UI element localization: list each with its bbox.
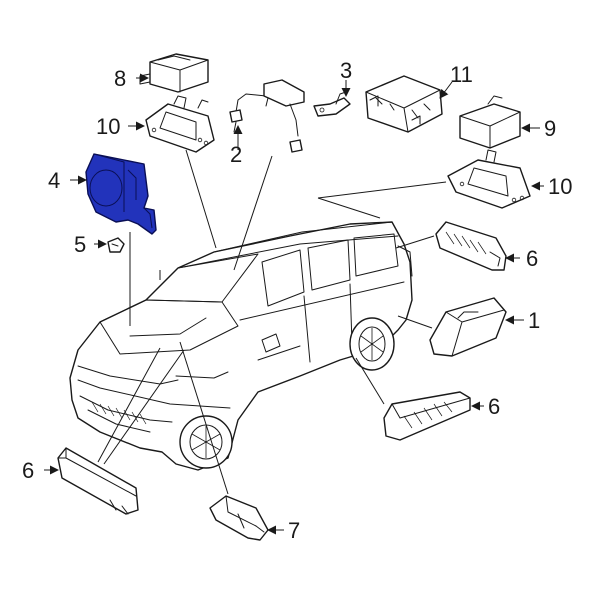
callout-6-front: 6 bbox=[22, 458, 34, 483]
part-5-clip[interactable] bbox=[107, 237, 125, 253]
vehicle-illustration bbox=[69, 221, 413, 471]
part-11-control-module[interactable] bbox=[365, 75, 443, 133]
callout-4: 4 bbox=[48, 168, 60, 193]
callout-7: 7 bbox=[288, 518, 300, 543]
callout-5: 5 bbox=[74, 232, 86, 257]
part-4-highlighted-module[interactable] bbox=[85, 153, 157, 235]
part-6-antenna-upper[interactable] bbox=[435, 221, 507, 271]
part-2-wiring-harness[interactable] bbox=[229, 79, 305, 153]
part-9-module[interactable] bbox=[459, 95, 521, 149]
callout-9: 9 bbox=[544, 116, 556, 141]
part-1-module[interactable] bbox=[429, 297, 507, 357]
callout-6-lower: 6 bbox=[488, 394, 500, 419]
part-6-antenna-lower[interactable] bbox=[383, 391, 471, 441]
part-3-sensor[interactable] bbox=[313, 91, 351, 117]
leader-lines bbox=[44, 73, 544, 535]
callout-10-upper: 10 bbox=[96, 114, 120, 139]
part-10-bracket-upper[interactable] bbox=[145, 95, 215, 153]
callout-2: 2 bbox=[230, 142, 242, 167]
callout-labels: 8 10 2 3 11 9 10 6 1 6 4 5 6 7 bbox=[22, 58, 572, 543]
part-8-module[interactable] bbox=[139, 53, 209, 93]
part-7-bracket[interactable] bbox=[209, 495, 269, 541]
callout-6-upper: 6 bbox=[526, 246, 538, 271]
callout-10-lower: 10 bbox=[548, 174, 572, 199]
part-10-bracket-lower[interactable] bbox=[447, 149, 531, 209]
callout-11: 11 bbox=[450, 62, 473, 87]
callout-8: 8 bbox=[114, 66, 126, 91]
callout-1: 1 bbox=[528, 308, 540, 333]
callout-3: 3 bbox=[340, 58, 352, 83]
part-6-antenna-front[interactable] bbox=[57, 447, 139, 515]
